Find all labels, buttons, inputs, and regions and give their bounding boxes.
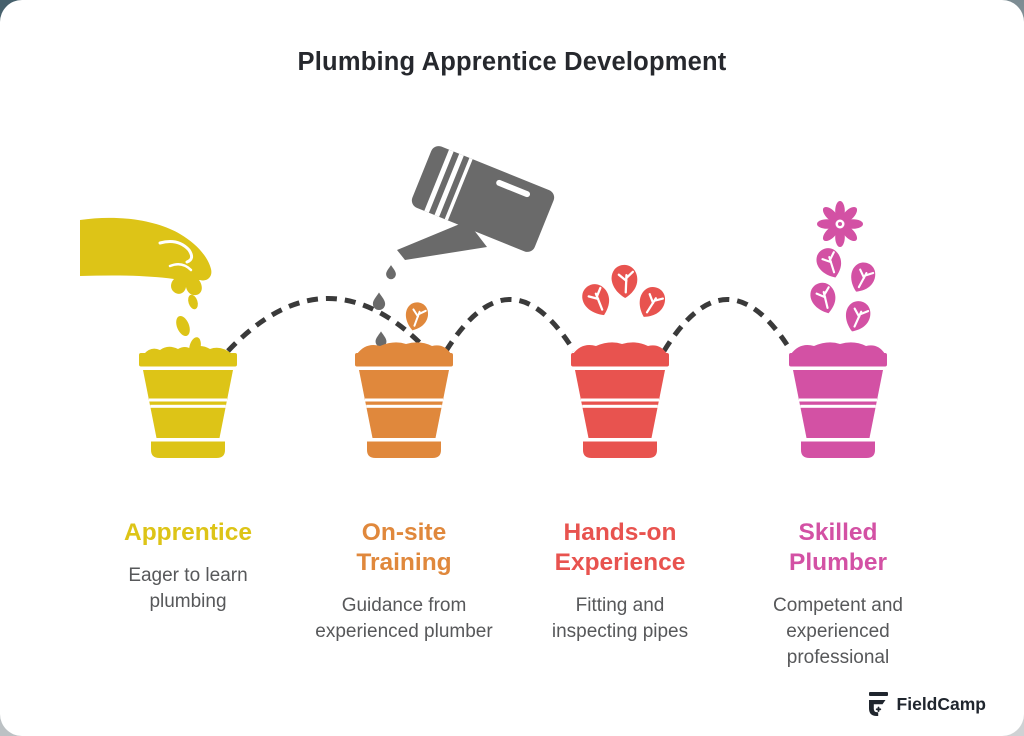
page-title: Plumbing Apprentice Development <box>297 48 727 76</box>
leaf-icon <box>577 279 616 321</box>
connector-arcs <box>226 296 794 353</box>
brand-name: FieldCamp <box>896 693 986 714</box>
leaf-icon <box>840 297 874 336</box>
stage-title: On-site Training <box>356 519 452 576</box>
stage-description: Guidance from experienced plumber <box>315 594 493 642</box>
leaf-icon <box>806 279 841 318</box>
pot-stage-1-icon <box>139 337 237 458</box>
leaf-icon <box>633 282 670 323</box>
flower-icon <box>817 201 863 247</box>
stage-title: Hands-on Experience <box>554 519 686 576</box>
connector-arc <box>661 297 794 353</box>
stage-title: Apprentice <box>124 519 252 546</box>
hand-planting-seeds-icon <box>80 217 212 336</box>
watering-can-icon <box>372 146 555 348</box>
connector-arc <box>226 296 430 353</box>
stage-column-on-site-training: On-site Training Guidance from experienc… <box>299 518 509 645</box>
stage-description: Competent and experienced professional <box>773 594 903 669</box>
blooming-flower-icon <box>806 201 880 336</box>
leaf-icon <box>812 244 847 283</box>
stage-title: Skilled Plumber <box>788 519 888 576</box>
pot-stage-2-icon <box>355 342 453 458</box>
stage-column-hands-on-experience: Hands-on Experience Fitting and inspecti… <box>515 518 725 645</box>
pot-stage-3-icon <box>571 342 669 458</box>
stage-column-skilled-plumber: Skilled Plumber Competent and experience… <box>733 518 943 671</box>
brand-logo: FieldCamp <box>868 692 986 716</box>
fieldcamp-icon <box>868 692 888 716</box>
connector-arc <box>443 297 577 353</box>
pot-stage-4-icon <box>789 342 887 458</box>
stage-description: Eager to learn plumbing <box>128 564 248 613</box>
sprouting-leaves-icon <box>577 264 670 323</box>
growth-illustration <box>80 146 887 458</box>
stage-column-apprentice: Apprentice Eager to learn plumbing <box>83 518 293 615</box>
leaf-icon <box>610 264 639 299</box>
sprout-leaf-icon <box>402 299 431 334</box>
leaf-icon <box>845 258 880 297</box>
stage-description: Fitting and inspecting pipes <box>551 594 689 642</box>
water-drops-icon <box>372 265 396 348</box>
